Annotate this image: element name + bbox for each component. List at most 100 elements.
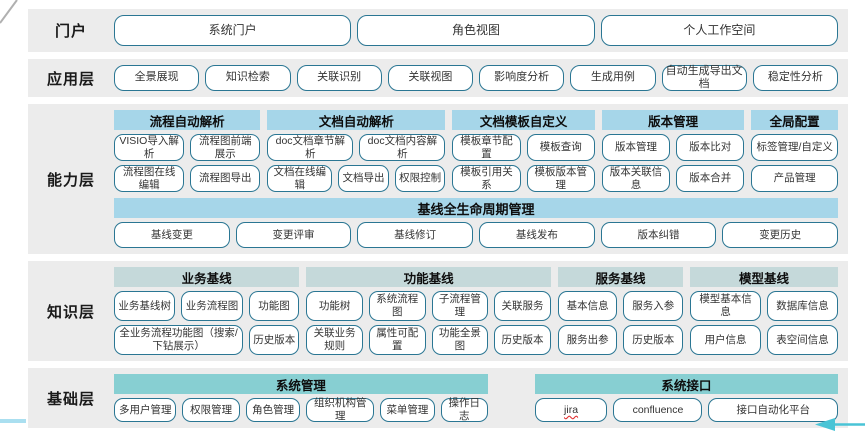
feature-button[interactable]: 稳定性分析 [752, 65, 838, 91]
group-header: 全局配置 [751, 110, 838, 130]
feature-button[interactable]: 基本信息 [557, 291, 618, 321]
feature-button[interactable]: 基线变更 [114, 222, 230, 248]
feature-button-label: 接口自动化平台 [736, 403, 810, 416]
feature-button[interactable]: 文档导出 [338, 165, 389, 192]
feature-button[interactable]: 角色视图 [357, 15, 595, 46]
feature-button[interactable]: 基线发布 [479, 222, 595, 248]
feature-button-label: 关联服务 [501, 299, 544, 312]
feature-button[interactable]: 子流程管理 [431, 291, 489, 321]
feature-button[interactable]: 标签管理/自定义 [751, 134, 838, 161]
feature-button[interactable]: 流程图在线编辑 [114, 165, 185, 192]
feature-button[interactable]: 模板引用关系 [452, 165, 521, 192]
feature-button-label: confluence [632, 403, 684, 416]
feature-button[interactable]: 版本比对 [676, 134, 745, 161]
group-header: 服务基线 [557, 267, 684, 287]
feature-button-label: 数据库信息 [776, 299, 829, 312]
feature-button[interactable]: 个人工作空间 [600, 15, 838, 46]
feature-button[interactable]: 接口自动化平台 [708, 398, 838, 422]
feature-button-label: 操作日志 [448, 397, 480, 422]
feature-button-label: 权限控制 [399, 172, 442, 185]
feature-button[interactable]: 版本管理 [601, 134, 671, 161]
feature-button[interactable]: 用户信息 [690, 325, 762, 355]
feature-button[interactable]: 自动生成导出文档 [661, 65, 747, 91]
feature-button[interactable]: 模板查询 [526, 134, 595, 161]
feature-button-label: 文档在线编辑 [273, 165, 327, 191]
feature-button[interactable]: 历史版本 [249, 325, 300, 355]
feature-button[interactable]: 模型基本信息 [690, 291, 762, 321]
button-row: 关联业务规则属性可配置功能全景图历史版本 [306, 325, 551, 355]
feature-button[interactable]: 业务流程图 [181, 291, 243, 321]
feature-button[interactable]: 流程图导出 [190, 165, 261, 192]
feature-button[interactable]: 关联服务 [494, 291, 551, 321]
feature-button-label: 功能全景图 [438, 327, 481, 352]
feature-button[interactable]: VISIO导入解析 [114, 134, 185, 161]
feature-button[interactable]: 关联业务规则 [306, 325, 363, 355]
feature-button[interactable]: 知识检索 [205, 65, 291, 91]
button-row: 用户信息表空间信息 [690, 325, 838, 355]
feature-button[interactable]: 全景展现 [114, 65, 200, 91]
feature-button[interactable]: 生成用例 [570, 65, 656, 91]
feature-button[interactable]: 组织机构管理 [306, 397, 375, 422]
feature-button[interactable]: 基线修订 [357, 222, 474, 248]
feature-button[interactable]: 功能树 [306, 291, 363, 321]
feature-button[interactable]: 菜单管理 [380, 398, 435, 422]
feature-button[interactable]: 服务出参 [557, 325, 618, 355]
feature-button[interactable]: 权限控制 [394, 165, 446, 192]
feature-button-label: 历史版本 [632, 333, 675, 346]
feature-button[interactable]: 版本纠错 [600, 222, 717, 248]
button-row: 版本管理版本比对 [601, 134, 745, 161]
feature-button[interactable]: 流程图前端展示 [190, 134, 261, 161]
feature-button[interactable]: 历史版本 [623, 325, 684, 355]
feature-button[interactable]: 数据库信息 [767, 291, 838, 321]
feature-button[interactable]: 系统流程图 [368, 291, 426, 321]
feature-button[interactable]: 多用户管理 [114, 398, 177, 422]
feature-button-label: 关联业务规则 [313, 327, 356, 352]
feature-button-label: 菜单管理 [386, 403, 429, 416]
feature-button-label: 业务基线树 [118, 299, 171, 312]
feature-button[interactable]: doc文档章节解析 [267, 134, 354, 161]
feature-button-label: 全景展现 [134, 71, 179, 84]
button-row: 基本信息服务入参 [557, 291, 684, 321]
feature-button[interactable]: 模板版本管理 [526, 165, 595, 192]
feature-button[interactable]: 系统门户 [114, 15, 352, 46]
lifecycle-band: 基线全生命周期管理基线变更变更评审基线修订基线发布版本纠错变更历史 [114, 198, 839, 248]
feature-button[interactable]: 操作日志 [440, 397, 488, 422]
feature-button[interactable]: 历史版本 [494, 325, 551, 355]
feature-button[interactable]: 文档在线编辑 [267, 165, 333, 192]
feature-button[interactable]: confluence [613, 398, 703, 422]
layer-content: 业务基线业务基线树业务流程图功能图全业务流程功能图（搜索/下钻展示）历史版本功能… [114, 267, 838, 355]
feature-button[interactable]: 表空间信息 [767, 325, 838, 355]
feature-button-label: 个人工作空间 [683, 23, 756, 38]
feature-button-label: 多用户管理 [118, 403, 172, 416]
feature-button[interactable]: 关联识别 [296, 65, 382, 91]
feature-button[interactable]: 业务基线树 [114, 291, 176, 321]
feature-button[interactable]: 影响度分析 [479, 65, 565, 91]
feature-button[interactable]: 模板章节配置 [452, 134, 521, 161]
feature-button[interactable]: jira [534, 398, 608, 422]
feature-button[interactable]: 功能图 [248, 291, 300, 321]
feature-button[interactable]: 功能全景图 [431, 325, 489, 355]
group-system-management: 系统管理多用户管理权限管理角色管理组织机构管理菜单管理操作日志 [114, 374, 488, 422]
feature-button[interactable]: 版本合并 [676, 165, 745, 192]
feature-button[interactable]: 权限管理 [182, 398, 240, 422]
feature-button-label: 知识检索 [225, 71, 270, 84]
feature-button-label: VISIO导入解析 [119, 134, 179, 160]
feature-button[interactable]: doc文档内容解析 [359, 134, 446, 161]
feature-button[interactable]: 角色管理 [245, 398, 301, 422]
feature-button[interactable]: 关联视图 [387, 65, 473, 91]
feature-button[interactable]: 全业务流程功能图（搜索/下钻展示） [114, 325, 244, 355]
feature-button[interactable]: 变更历史 [722, 222, 839, 248]
groups-row: 业务基线业务基线树业务流程图功能图全业务流程功能图（搜索/下钻展示）历史版本功能… [114, 267, 838, 355]
layer-label-capability: 能力层 [46, 171, 95, 189]
feature-button-label: 模板版本管理 [534, 165, 588, 191]
feature-button[interactable]: 属性可配置 [368, 325, 426, 355]
button-row: 模板章节配置模板查询 [452, 134, 595, 161]
feature-button-label: 角色视图 [451, 23, 500, 38]
feature-button[interactable]: 产品管理 [751, 165, 838, 192]
group-business-baseline: 业务基线业务基线树业务流程图功能图全业务流程功能图（搜索/下钻展示）历史版本 [114, 267, 300, 355]
feature-button[interactable]: 服务入参 [623, 291, 684, 321]
feature-button[interactable]: 版本关联信息 [601, 165, 671, 192]
feature-button[interactable]: 变更评审 [235, 222, 352, 248]
